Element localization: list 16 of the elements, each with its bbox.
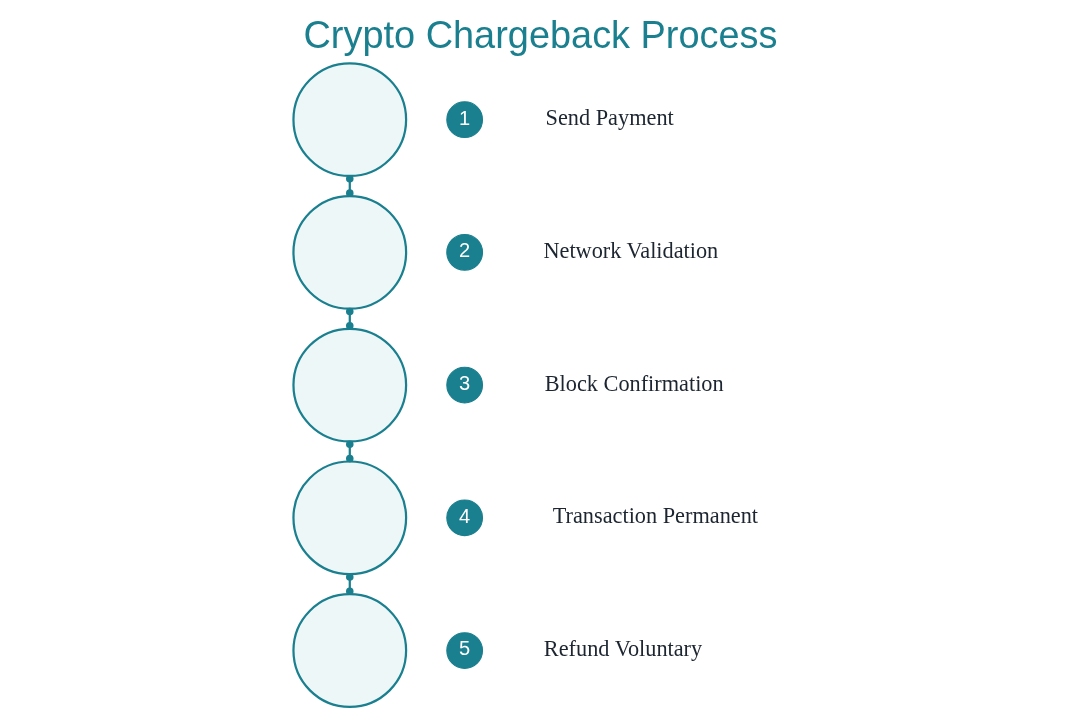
node-circle [291, 593, 407, 708]
node-circle [291, 327, 407, 443]
node-circle: 4 [445, 499, 483, 537]
node-label: Send Payment [545, 105, 674, 131]
node-circle [291, 194, 407, 310]
node-label: Block Confirmation [544, 370, 724, 396]
node-circle: 2 [445, 233, 483, 271]
node-circle: 5 [445, 632, 483, 669]
node-circle [291, 62, 407, 178]
node-label: Network Validation [542, 237, 718, 263]
node-circle: 3 [445, 366, 483, 404]
node-circle [291, 460, 407, 576]
node-label: Refund Voluntary [543, 636, 702, 662]
node-label: Transaction Permanent [552, 503, 758, 529]
node-circle: 1 [445, 101, 483, 139]
diagram-title: Crypto Chargeback Process [302, 13, 778, 56]
